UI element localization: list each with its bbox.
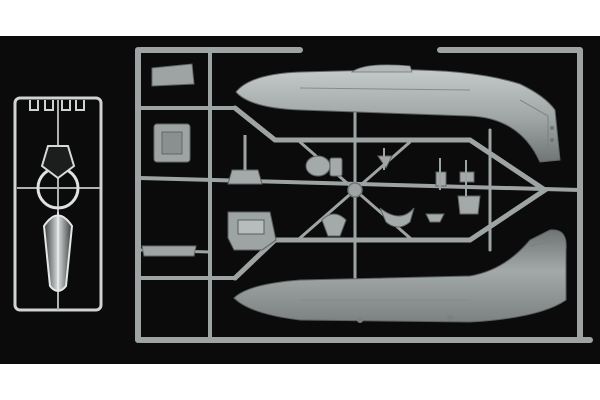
small-parts-left (141, 63, 197, 257)
part-wheel (329, 157, 343, 177)
windscreen-part (40, 145, 76, 180)
part-panel-top (151, 63, 195, 87)
part-ejection-seat (227, 211, 277, 251)
sprue-hub (347, 182, 363, 198)
clear-sprue-tabs (29, 100, 85, 111)
part-wheel-hub (305, 155, 331, 177)
sprue-outer-frame (135, 47, 593, 343)
part-gear-door (379, 207, 415, 228)
fuselage-half-lower (233, 229, 567, 323)
part-control-column (227, 169, 263, 185)
clear-parts-sprue (13, 96, 103, 312)
small-parts-right (435, 158, 481, 215)
fuselage-half-upper (235, 64, 561, 163)
small-parts-center (227, 135, 445, 237)
part-intake (321, 213, 347, 237)
part-wing-strut (141, 245, 197, 257)
